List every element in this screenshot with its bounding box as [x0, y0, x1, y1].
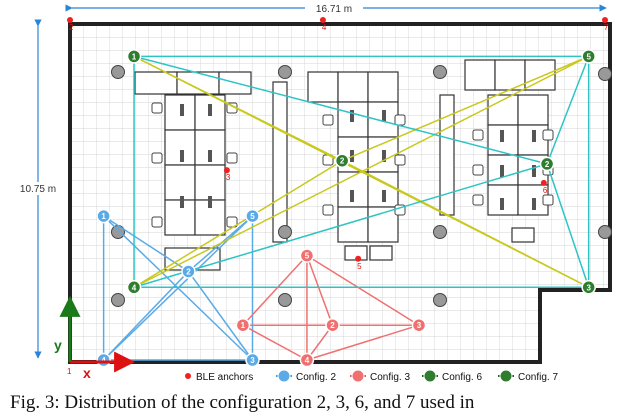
svg-text:1: 1 — [241, 321, 246, 330]
node-config-4-5: 5 — [581, 49, 596, 64]
edge-config-1-3 — [103, 270, 190, 361]
svg-text:2: 2 — [340, 157, 345, 166]
ble-anchor-label-5: 5 — [357, 262, 362, 271]
ble-anchor-label-3: 3 — [226, 173, 231, 182]
origin-label: 1 — [67, 367, 72, 376]
ble-anchor-5 — [355, 255, 362, 262]
svg-text:4: 4 — [132, 283, 137, 292]
legend-marker-0 — [277, 369, 291, 383]
node-config-4-2: 2 — [539, 156, 555, 172]
legend-label-0: Config. 2 — [296, 372, 336, 383]
edge-config-2-1 — [306, 255, 334, 326]
height-label: 10.75 m — [20, 184, 56, 195]
legend-ble-marker — [185, 373, 191, 379]
svg-text:5: 5 — [250, 212, 255, 221]
node-config-4-4: 4 — [126, 280, 142, 295]
dimensions: 16.71 m 10.75 m — [14, 1, 607, 359]
y-axis-label: y — [54, 337, 62, 353]
svg-text:3: 3 — [417, 321, 422, 330]
node-config-4-1: 1 — [126, 49, 142, 64]
edge-config-4-2 — [133, 163, 548, 288]
node-config-2-1: 1 — [235, 317, 251, 333]
node-config-3-2: 2 — [334, 153, 350, 168]
node-config-1-1: 1 — [96, 208, 111, 224]
edge-config-3-1 — [341, 55, 589, 162]
legend-marker-1 — [351, 369, 365, 383]
edge-config-2-2 — [306, 254, 420, 326]
edge-config-2-8 — [306, 324, 420, 361]
node-config-1-4: 4 — [96, 352, 111, 368]
svg-text:1: 1 — [101, 212, 106, 221]
legend-label-3: Config. 7 — [518, 372, 558, 383]
legend-label-2: Config. 6 — [442, 372, 482, 383]
svg-text:1: 1 — [132, 52, 137, 61]
ble-anchor-6 — [540, 179, 547, 186]
edge-config-1-4 — [187, 271, 254, 361]
svg-text:3: 3 — [250, 356, 255, 365]
edge-config-4-1 — [546, 56, 590, 165]
x-axis-label: x — [83, 365, 91, 381]
config-nodes: 12435512341524315243 — [96, 49, 596, 368]
config-edges — [102, 55, 590, 361]
svg-text:5: 5 — [586, 52, 591, 61]
legend-label-1: Config. 3 — [370, 372, 410, 383]
node-config-2-2: 2 — [325, 317, 340, 333]
node-config-4-3: 3 — [581, 280, 596, 295]
floor-plan-figure: 16.71 m 10.75 m 2 4 7 3 6 5 1 2 4 3 5 5 1 2 3 4 1 5 2 4 3 1 5… — [14, 1, 612, 383]
svg-text:2: 2 — [330, 321, 335, 330]
edge-config-3-5 — [133, 55, 590, 288]
edge-config-2-5 — [242, 324, 308, 361]
ble-anchor-label-6: 6 — [543, 186, 548, 195]
node-config-2-3: 3 — [411, 317, 427, 333]
node-config-1-3: 3 — [245, 352, 260, 368]
ble-anchor-3 — [223, 167, 230, 174]
svg-text:5: 5 — [305, 252, 310, 261]
axes: x y 1 — [54, 295, 136, 381]
legend-ble-label: BLE anchors — [196, 372, 253, 383]
ble-anchor-label-7: 7 — [604, 23, 609, 32]
legend: BLE anchors Config. 2 Config. 3 Config. 6 Co… — [185, 369, 558, 383]
ble-anchor-4 — [319, 17, 326, 23]
ble-anchor-label-4: 4 — [322, 23, 327, 32]
edge-config-4-3 — [546, 163, 590, 288]
ble-anchors: 2 4 7 3 6 5 — [67, 17, 609, 271]
ble-anchor-2 — [67, 17, 73, 23]
legend-marker-3 — [499, 369, 513, 383]
width-label: 16.71 m — [316, 4, 352, 15]
svg-text:2: 2 — [545, 160, 550, 169]
node-config-1-5: 5 — [245, 208, 260, 224]
svg-text:2: 2 — [186, 267, 191, 276]
legend-marker-2 — [423, 369, 437, 383]
edge-config-4-0 — [133, 55, 548, 165]
node-config-2-4: 4 — [299, 352, 315, 368]
svg-text:3: 3 — [586, 283, 591, 292]
node-config-1-2: 2 — [181, 264, 196, 279]
edge-config-2-0 — [242, 255, 308, 326]
node-config-2-5: 5 — [299, 248, 315, 263]
ble-anchor-label-2: 2 — [69, 23, 74, 32]
edge-config-3-2 — [133, 160, 343, 288]
ble-anchor-7 — [602, 17, 608, 23]
svg-text:4: 4 — [305, 356, 310, 365]
figure-caption: Fig. 3: Distribution of the configuratio… — [10, 392, 475, 413]
